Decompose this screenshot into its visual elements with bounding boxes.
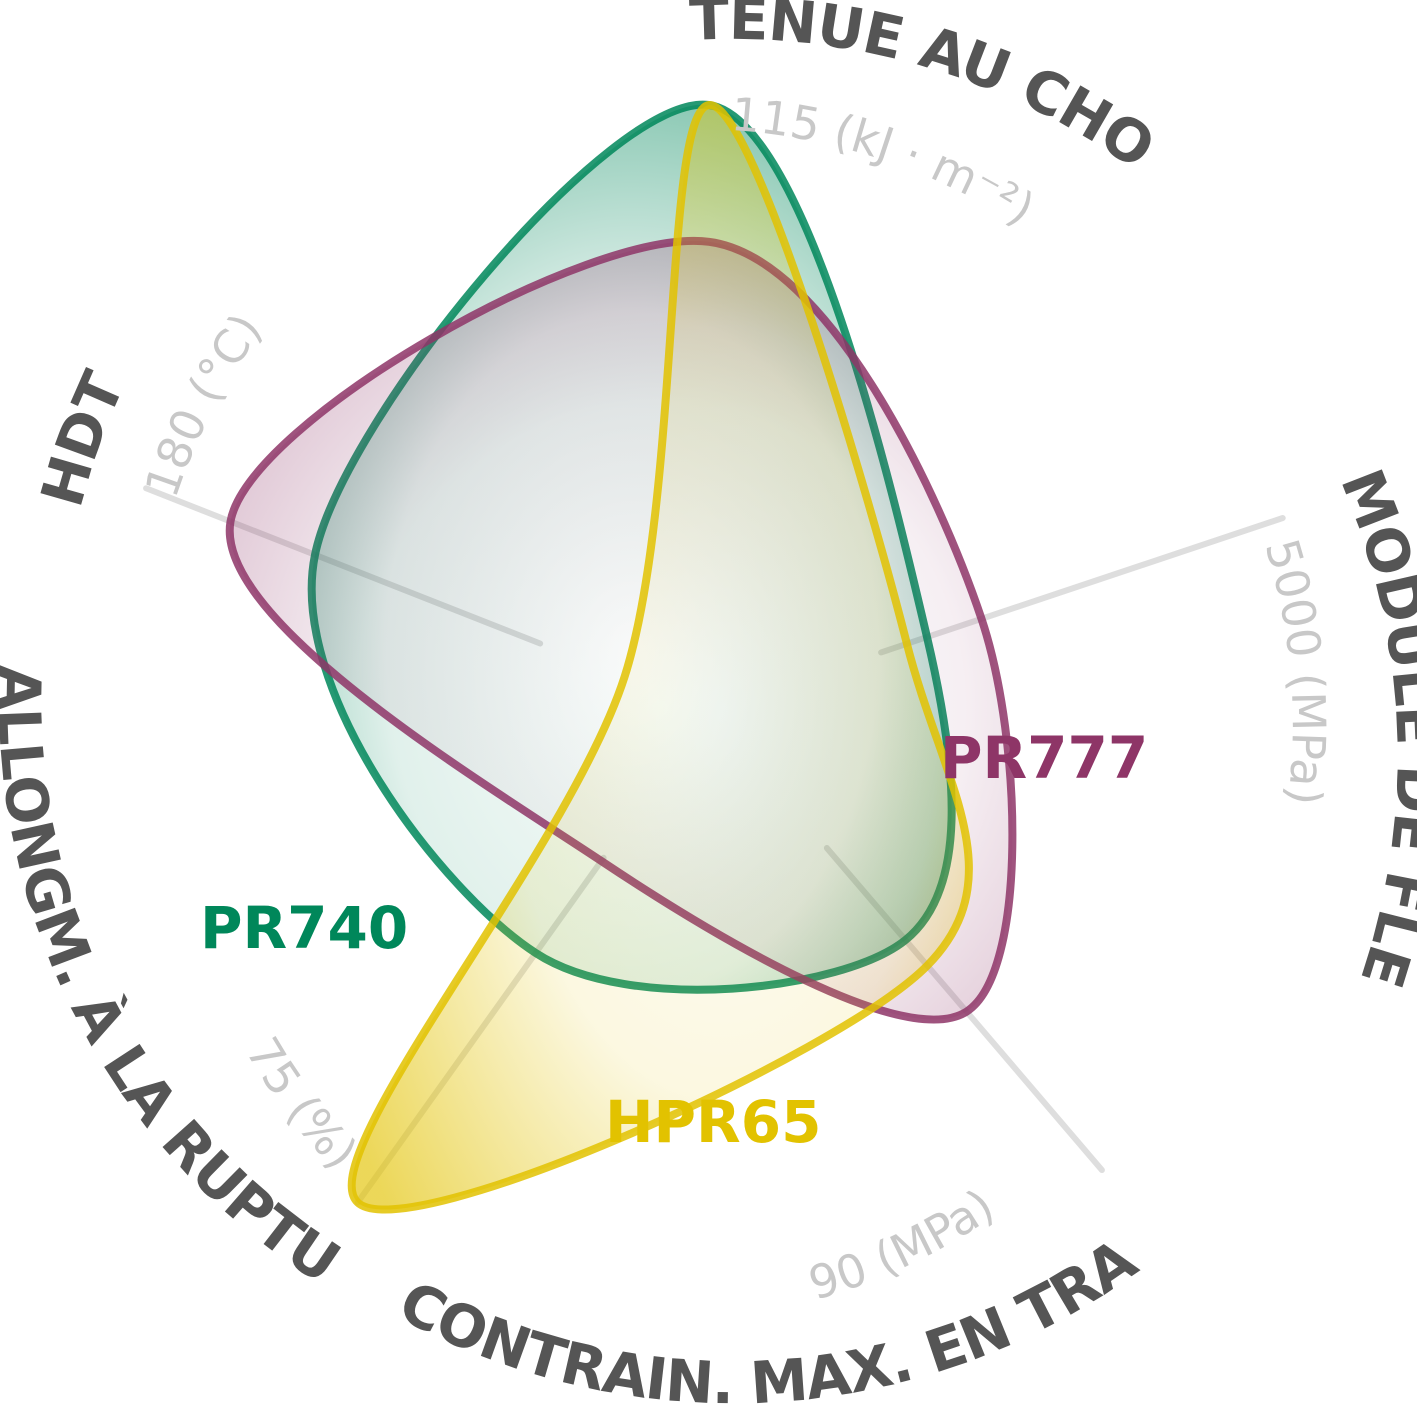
axis-max-allong: 75 (%) [235, 1028, 368, 1179]
axis-title-hdt: HDT [28, 362, 138, 514]
axis-title-choc: TENUE AU CHOC [0, 0, 1166, 182]
data-point-pr777-tract [963, 1008, 971, 1016]
data-point-pr777-flex [978, 615, 986, 623]
series-areas [225, 100, 1017, 1214]
series-label-pr740: PR740 [200, 894, 408, 962]
series-label-pr777: PR777 [940, 724, 1148, 792]
series-label-hpr65: HPR65 [605, 1088, 821, 1156]
axis-max-tract: 90 (MPa) [802, 1178, 1003, 1311]
data-point-hpr65-flex [903, 640, 911, 648]
data-point-hpr65-choc [705, 101, 713, 109]
data-point-hpr65-allong [354, 1199, 362, 1207]
data-point-pr777-hdt [227, 518, 235, 526]
axis-max-flex: 5000 (MPa) [1255, 533, 1336, 808]
series-area-hpr65 [347, 101, 973, 1214]
data-point-hpr65-tract [923, 962, 931, 970]
data-point-hpr65-hdt [621, 673, 629, 681]
